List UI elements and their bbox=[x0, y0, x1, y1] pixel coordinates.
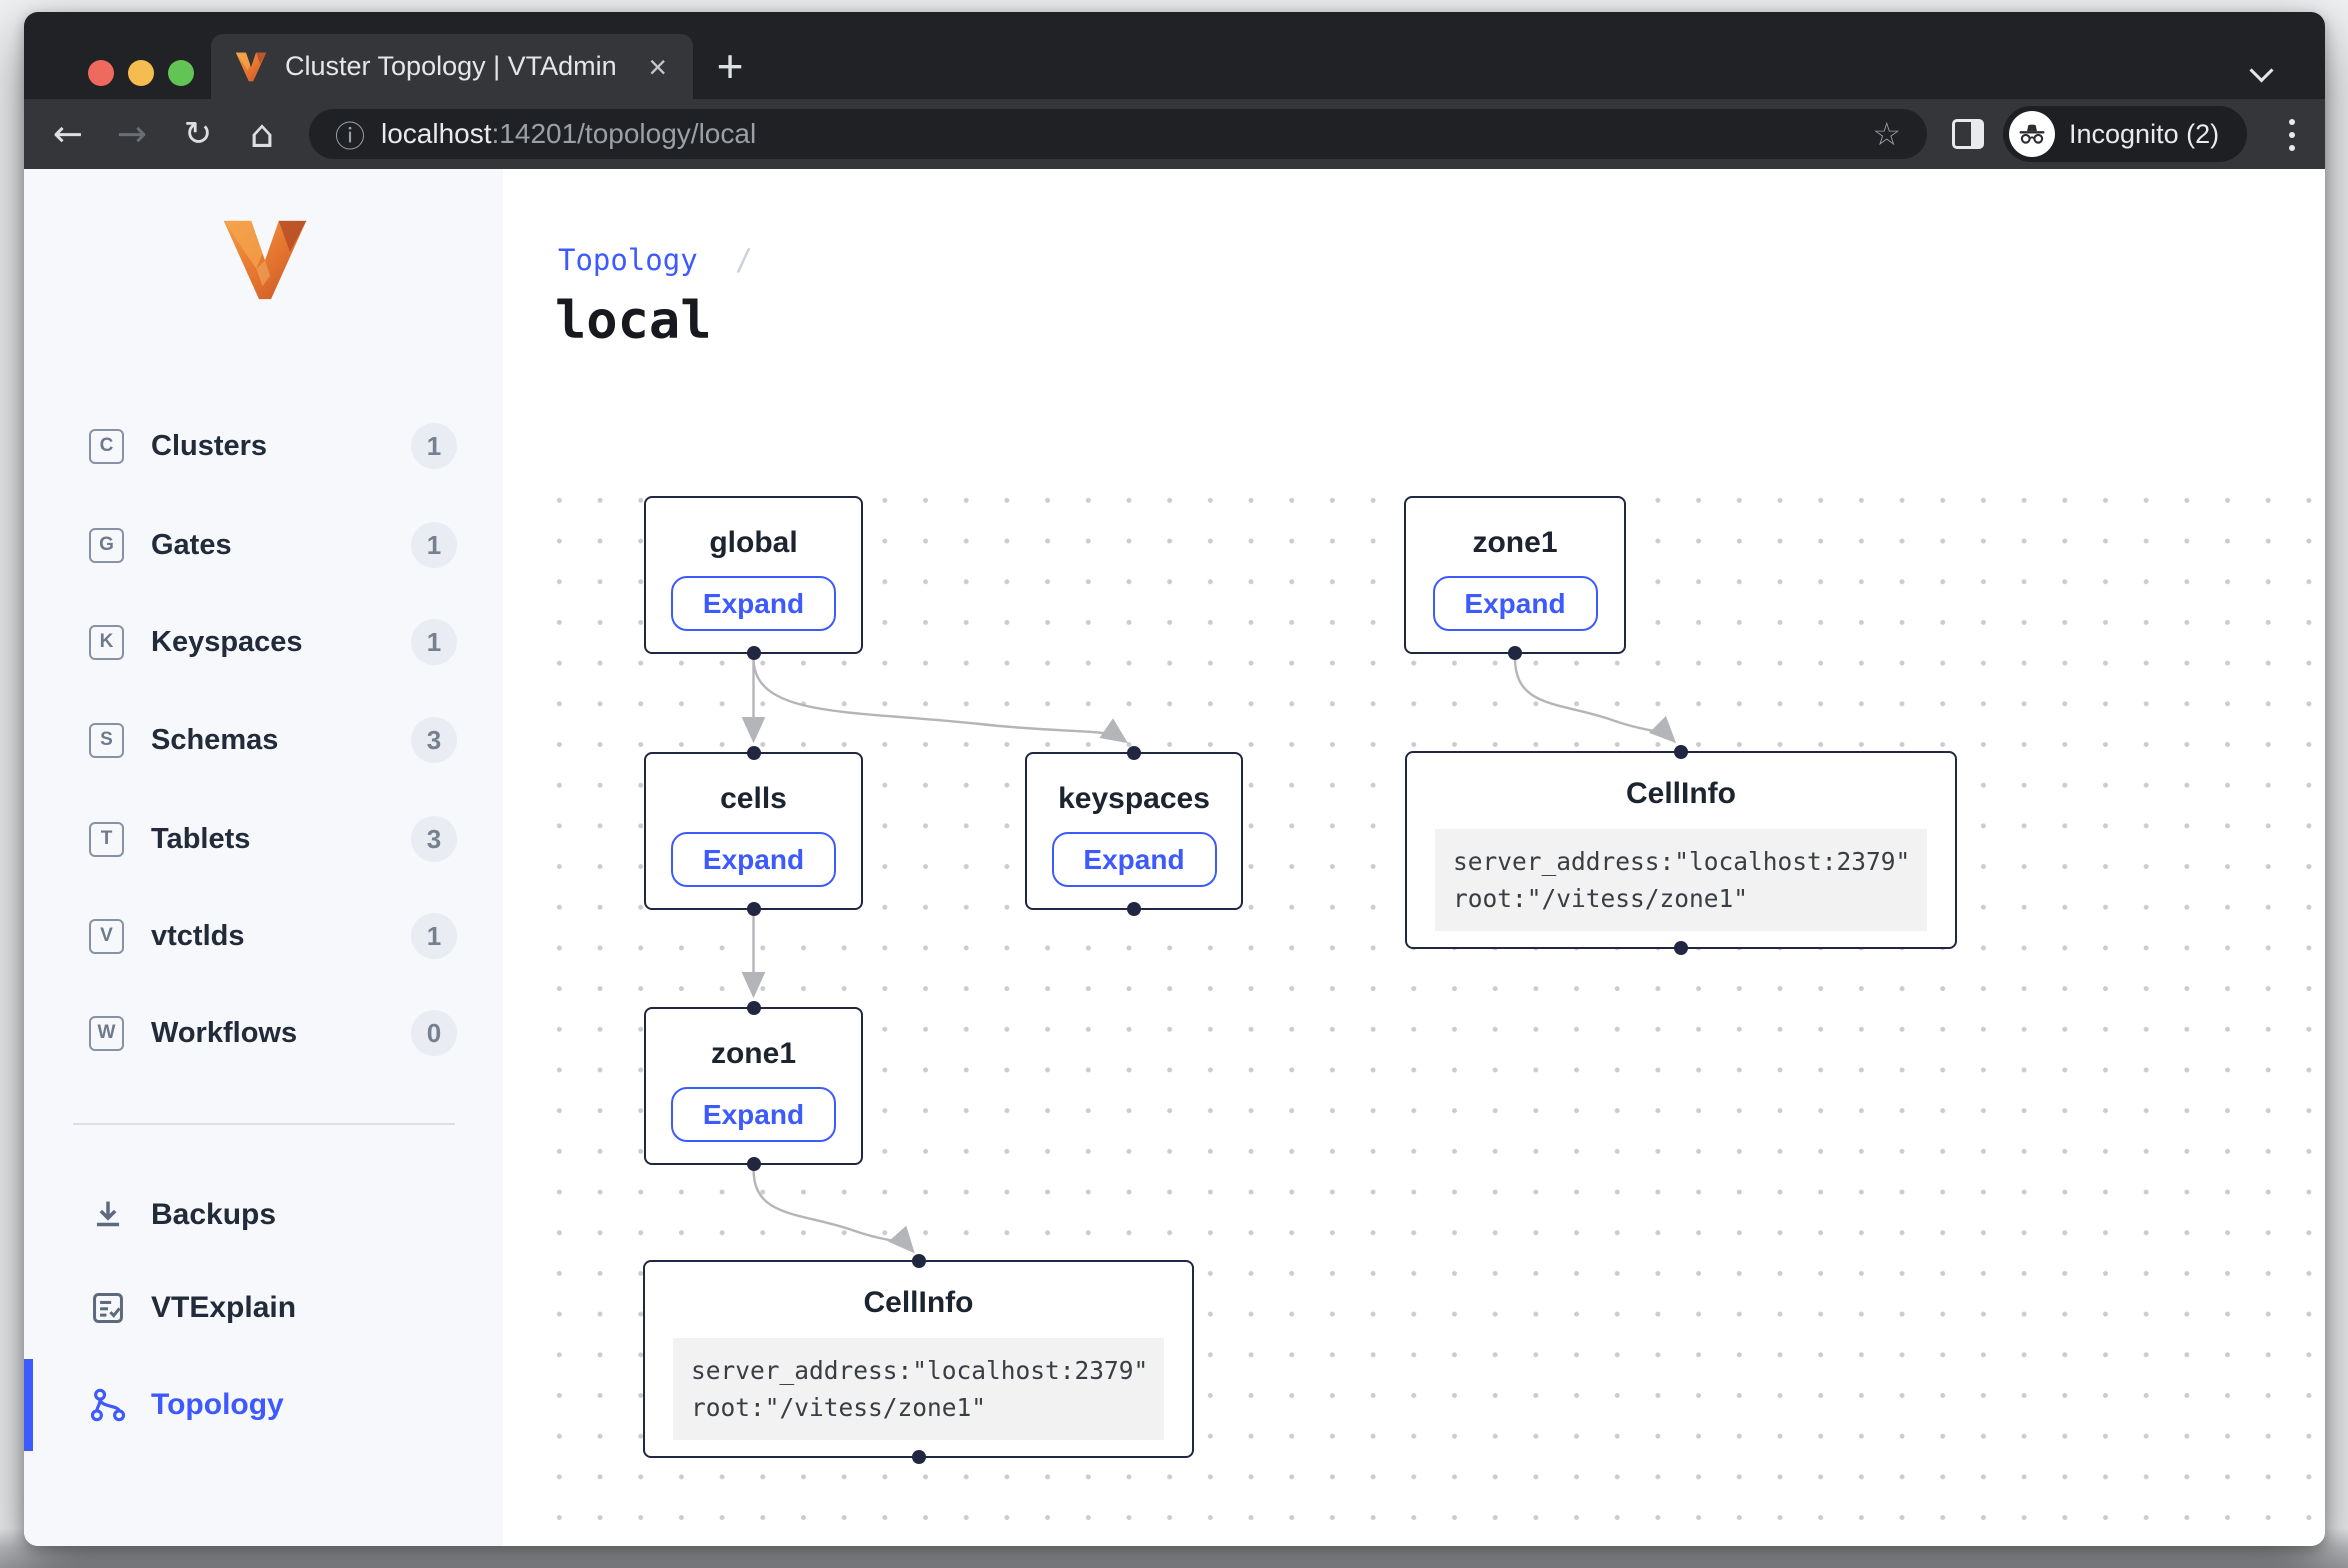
connector-port bbox=[746, 902, 761, 916]
breadcrumb-topology-link[interactable]: Topology bbox=[558, 243, 698, 277]
home-button[interactable]: ⌂ bbox=[249, 112, 275, 156]
incognito-label: Incognito (2) bbox=[2069, 118, 2220, 149]
gates-icon: G bbox=[89, 527, 124, 563]
count-badge: 0 bbox=[411, 1010, 457, 1056]
breadcrumb: Topology / bbox=[558, 243, 753, 277]
count-badge: 3 bbox=[411, 816, 457, 862]
clusters-icon: C bbox=[89, 428, 124, 464]
site-info-icon[interactable]: ⓘ bbox=[335, 120, 365, 155]
expand-button[interactable]: Expand bbox=[671, 1087, 836, 1142]
expand-button[interactable]: Expand bbox=[671, 576, 836, 631]
traffic-light-close[interactable] bbox=[88, 60, 114, 86]
edge-global-keyspaces bbox=[752, 657, 1128, 744]
sidebar-item-workflows[interactable]: W Workflows 0 bbox=[89, 998, 457, 1068]
sidebar-item-tablets[interactable]: T Tablets 3 bbox=[89, 804, 457, 874]
tab-bar: Cluster Topology | VTAdmin × + bbox=[24, 12, 2325, 99]
cellinfo-code: server_address:"localhost:2379" root:"/v… bbox=[673, 1338, 1164, 1441]
connector-port bbox=[746, 1001, 761, 1015]
graph-edges bbox=[741, 657, 1677, 1254]
breadcrumb-separator: / bbox=[735, 243, 753, 277]
expand-button[interactable]: Expand bbox=[1051, 832, 1217, 887]
sidebar-item-schemas[interactable]: S Schemas 3 bbox=[89, 705, 457, 775]
browser-menu-icon[interactable] bbox=[2272, 115, 2312, 155]
new-tab-button[interactable]: + bbox=[716, 40, 744, 92]
sidebar-divider bbox=[73, 1123, 455, 1125]
vtexplain-icon bbox=[93, 1293, 123, 1323]
sidebar-item-gates[interactable]: G Gates 1 bbox=[89, 510, 457, 580]
bookmark-star-icon[interactable]: ☆ bbox=[1872, 115, 1901, 153]
sidebar: C Clusters 1 G Gates 1 K Keyspaces 1 S S… bbox=[24, 169, 503, 1546]
expand-button[interactable]: Expand bbox=[671, 832, 836, 887]
graph-node-cellinfo-bottom[interactable]: CellInfo server_address:"localhost:2379"… bbox=[643, 1254, 1194, 1464]
count-badge: 1 bbox=[411, 522, 457, 568]
tablets-icon: T bbox=[89, 821, 124, 857]
expand-button[interactable]: Expand bbox=[1432, 576, 1598, 631]
graph-node-zone1-left[interactable]: zone1 Expand bbox=[644, 1001, 863, 1171]
count-badge: 3 bbox=[411, 717, 457, 763]
close-tab-icon[interactable]: × bbox=[648, 48, 667, 85]
reload-button[interactable]: ↻ bbox=[183, 114, 213, 154]
connector-port bbox=[746, 746, 761, 760]
sidebar-item-clusters[interactable]: C Clusters 1 bbox=[89, 411, 457, 481]
keyspaces-icon: K bbox=[89, 624, 124, 660]
graph-node-cellinfo-right[interactable]: CellInfo server_address:"localhost:2379"… bbox=[1405, 745, 1957, 955]
connector-port bbox=[1508, 646, 1522, 660]
connector-port bbox=[1674, 745, 1688, 759]
graph-node-cells[interactable]: cells Expand bbox=[644, 746, 863, 916]
schemas-icon: S bbox=[89, 722, 124, 758]
count-badge: 1 bbox=[411, 423, 457, 469]
vitess-logo bbox=[223, 220, 307, 300]
vitess-favicon-icon bbox=[235, 52, 267, 81]
edge-zone1-cellinfo-bottom bbox=[752, 1168, 915, 1254]
tab-title: Cluster Topology | VTAdmin bbox=[285, 51, 617, 81]
forward-button[interactable]: → bbox=[116, 113, 148, 155]
browser-tab[interactable]: Cluster Topology | VTAdmin × bbox=[211, 34, 693, 99]
browser-toolbar: ← → ↻ ⌂ ⓘ localhost:14201/topology/local… bbox=[24, 99, 2325, 169]
connector-port bbox=[911, 1254, 926, 1268]
workflows-icon: W bbox=[89, 1015, 124, 1051]
browser-window: Cluster Topology | VTAdmin × + ← → ↻ ⌂ ⓘ… bbox=[24, 12, 2325, 1546]
traffic-light-zoom[interactable] bbox=[168, 60, 194, 86]
connector-port bbox=[1674, 941, 1688, 955]
count-badge: 1 bbox=[411, 913, 457, 959]
cellinfo-code: server_address:"localhost:2379" root:"/v… bbox=[1435, 829, 1927, 932]
graph-node-global[interactable]: global Expand bbox=[644, 496, 863, 660]
connector-port bbox=[1127, 746, 1141, 760]
traffic-light-minimize[interactable] bbox=[128, 60, 154, 86]
back-button[interactable]: ← bbox=[52, 113, 84, 155]
url-text[interactable]: localhost:14201/topology/local bbox=[381, 118, 757, 149]
vtctlds-icon: V bbox=[89, 918, 124, 954]
sidebar-item-vtctlds[interactable]: V vtctlds 1 bbox=[89, 901, 457, 971]
sidebar-item-topology[interactable]: Topology bbox=[89, 1370, 457, 1440]
edge-zone1-cellinfo-right bbox=[1513, 657, 1677, 744]
connector-port bbox=[911, 1450, 926, 1464]
page-title: local bbox=[555, 291, 712, 351]
active-item-indicator bbox=[24, 1359, 33, 1451]
topology-canvas[interactable]: global Expand zone1 Expand cells Expand bbox=[550, 478, 2325, 1542]
download-icon bbox=[96, 1201, 120, 1227]
connector-port bbox=[746, 1157, 761, 1171]
incognito-badge[interactable]: Incognito (2) bbox=[2003, 106, 2247, 162]
connector-port bbox=[746, 646, 761, 660]
graph-node-zone1-right[interactable]: zone1 Expand bbox=[1404, 496, 1626, 660]
count-badge: 1 bbox=[411, 619, 457, 665]
graph-node-keyspaces[interactable]: keyspaces Expand bbox=[1025, 746, 1243, 916]
incognito-icon bbox=[2009, 111, 2055, 157]
sidebar-item-keyspaces[interactable]: K Keyspaces 1 bbox=[89, 607, 457, 677]
topology-icon bbox=[90, 1388, 126, 1422]
sidebar-item-backups[interactable]: Backups bbox=[89, 1180, 457, 1250]
main-content: Topology / local bbox=[503, 169, 2325, 1546]
connector-port bbox=[1127, 902, 1141, 916]
sidebar-item-vtexplain[interactable]: VTExplain bbox=[89, 1273, 457, 1343]
side-panel-icon[interactable] bbox=[1952, 119, 1984, 149]
tab-search-chevron-icon[interactable] bbox=[2251, 60, 2273, 82]
address-bar[interactable]: ⓘ localhost:14201/topology/local ☆ bbox=[309, 109, 1927, 159]
